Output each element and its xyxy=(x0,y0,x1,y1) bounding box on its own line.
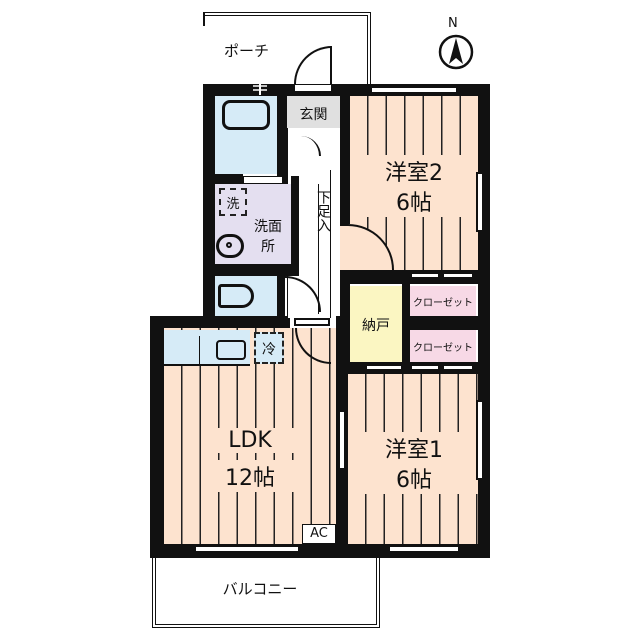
bath-window[interactable] xyxy=(250,80,270,95)
wall-ldk-top xyxy=(150,316,290,328)
hallway-line xyxy=(318,184,319,314)
closet-1-label: クローゼット xyxy=(413,298,473,309)
washer-space xyxy=(219,188,247,216)
hallway-text: 下足入 xyxy=(315,190,331,232)
hallway-label: 下足入 xyxy=(314,190,332,236)
entrance xyxy=(287,96,340,128)
kitchen-divider xyxy=(199,336,200,366)
room1-name: 洋室1 xyxy=(350,432,478,464)
room2-name: 洋室2 xyxy=(350,155,478,187)
wall-washroom-bottom xyxy=(203,264,299,276)
bathroom xyxy=(215,96,277,174)
closet-2-label: クローゼット xyxy=(413,343,473,354)
balcony xyxy=(152,558,380,628)
wall-washroom-right xyxy=(291,176,299,276)
washroom-label-1: 洗面 xyxy=(254,219,282,235)
wall-toilet-right xyxy=(277,276,285,316)
ac-label: AC xyxy=(310,526,328,541)
room1-window-bottom[interactable] xyxy=(388,545,460,553)
washbasin-drain xyxy=(226,242,232,248)
storage xyxy=(350,286,402,364)
ldk-window-bottom[interactable] xyxy=(194,545,300,553)
wall-bath-right xyxy=(277,84,287,188)
closet-2-door-a[interactable] xyxy=(410,364,440,371)
wall-left-lower xyxy=(150,316,164,558)
storage-label: 納戸 xyxy=(362,318,390,334)
front-door-opening xyxy=(294,84,332,92)
compass-n-label: N xyxy=(448,16,458,31)
room2-window-right[interactable] xyxy=(476,172,484,232)
ldk-name: LDK xyxy=(204,428,296,453)
porch-railing xyxy=(203,12,371,86)
closet-1 xyxy=(410,286,476,316)
ac-unit xyxy=(302,524,336,544)
washer-label: 洗 xyxy=(226,197,240,212)
porch-label: ポーチ xyxy=(224,42,270,60)
fridge-space xyxy=(254,332,284,364)
ldk-room1-sliding[interactable] xyxy=(338,410,346,470)
wall-left-upper xyxy=(203,84,215,320)
closet-2 xyxy=(410,330,476,362)
balcony-label: バルコニー xyxy=(222,580,298,598)
closet-1-door-a[interactable] xyxy=(410,272,440,279)
bathtub-icon xyxy=(222,100,270,130)
kitchen-counter xyxy=(164,330,250,366)
entrance-label: 玄関 xyxy=(299,107,328,123)
closet-1-door-b[interactable] xyxy=(442,272,474,279)
closet-2-door-b[interactable] xyxy=(442,364,474,371)
wall-bath-bottom xyxy=(203,174,243,184)
fridge-label: 冷 xyxy=(262,342,276,358)
ldk-size: 12帖 xyxy=(204,460,296,492)
hallway-line-2 xyxy=(330,170,331,318)
wall-room2-left xyxy=(340,84,350,224)
washroom-label-2: 所 xyxy=(261,239,275,255)
wall-storage-right xyxy=(402,284,410,372)
ldk-door-top[interactable] xyxy=(294,318,330,326)
room1-window-right[interactable] xyxy=(476,400,484,480)
washbasin-icon xyxy=(216,234,244,258)
sink-icon xyxy=(216,340,246,360)
porch-railing-end xyxy=(203,12,207,26)
toilet-icon xyxy=(218,284,254,308)
room1-size: 6帖 xyxy=(350,462,478,494)
bath-door[interactable] xyxy=(243,176,283,184)
room2-size: 6帖 xyxy=(350,185,478,217)
north-arrow-icon xyxy=(438,34,474,70)
wall-closet-divider xyxy=(410,316,480,330)
storage-door[interactable] xyxy=(365,364,403,371)
room2-window-top[interactable] xyxy=(370,86,458,94)
